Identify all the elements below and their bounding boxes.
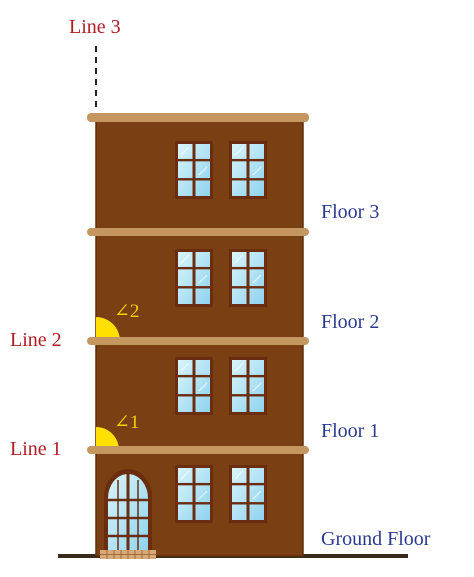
ledge-line-1 — [87, 446, 309, 454]
window — [175, 465, 213, 523]
angle-2-label: ∠2 — [114, 301, 139, 322]
angle-2-wedge — [96, 317, 120, 341]
floor-1-label: Floor 1 — [321, 420, 379, 442]
ledge-floor-3 — [87, 228, 309, 236]
line-2-label: Line 2 — [10, 329, 62, 351]
roof-ledge — [87, 113, 309, 122]
window — [175, 141, 213, 199]
window — [229, 465, 267, 523]
window — [229, 141, 267, 199]
floor-3-label: Floor 3 — [321, 201, 379, 223]
angle-1-label: ∠1 — [114, 412, 139, 433]
line-1-label: Line 1 — [10, 438, 62, 460]
window — [229, 249, 267, 307]
arched-door — [104, 469, 152, 552]
angle-1-wedge — [96, 427, 119, 450]
ledge-line-2 — [87, 337, 309, 345]
window — [229, 357, 267, 415]
windows-group — [175, 141, 267, 523]
floor-2-label: Floor 2 — [321, 311, 379, 333]
window — [175, 249, 213, 307]
ground-floor-label: Ground Floor — [321, 528, 431, 550]
window — [175, 357, 213, 415]
line-3-label: Line 3 — [69, 16, 121, 38]
doorstep — [100, 550, 156, 559]
